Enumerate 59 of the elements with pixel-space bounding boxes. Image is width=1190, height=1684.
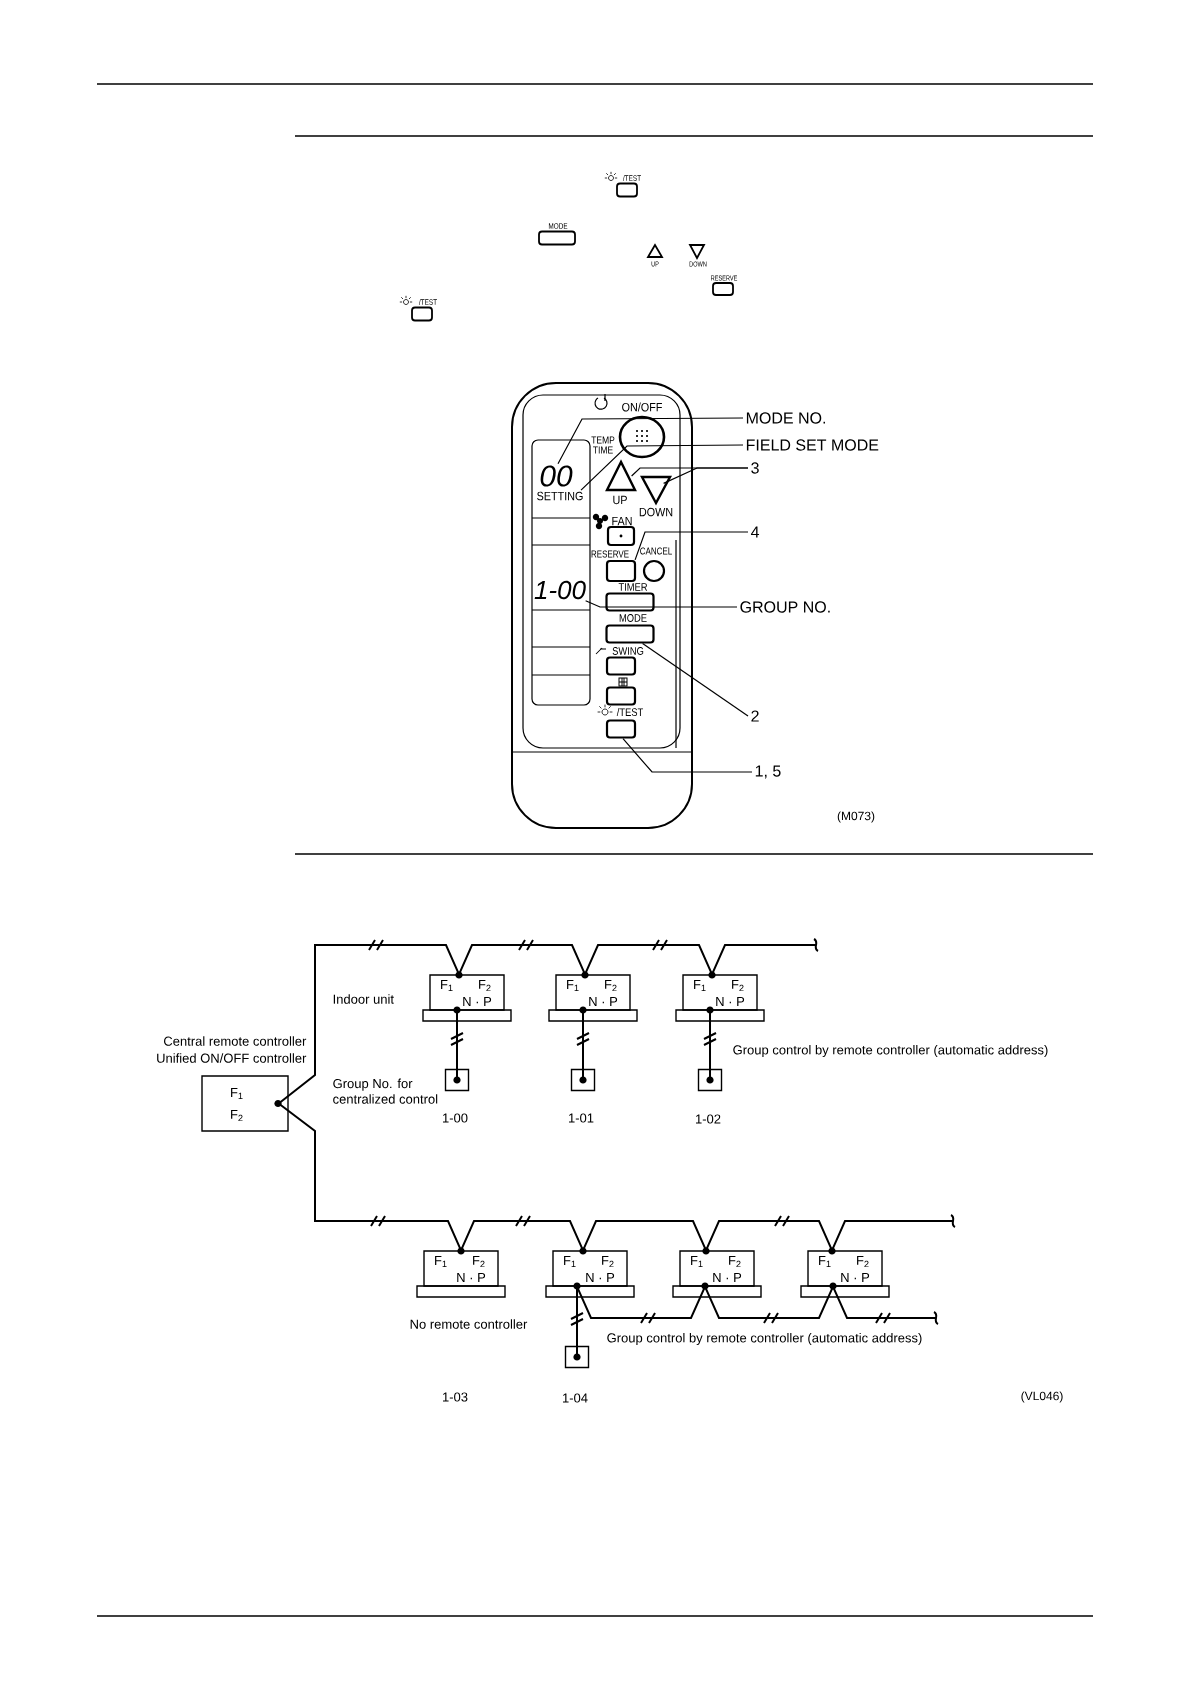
- figure-code: (M073): [837, 811, 875, 823]
- leader-line: [580, 444, 744, 491]
- button-label: /TEST: [418, 299, 437, 305]
- node-label: RESERVE: [591, 550, 629, 558]
- button-label: CANCEL: [640, 547, 672, 555]
- button-label: TEMP: [591, 436, 615, 444]
- node-label: UP: [613, 495, 627, 505]
- node-label: MODE: [619, 614, 647, 622]
- indoor-unit: F$_{1}$ F$_{2}$ N · P: [548, 971, 638, 1022]
- address-label: 1-03: [443, 1392, 468, 1402]
- leader-line: [663, 467, 749, 484]
- indoor-unit: F$_{1}$ F$_{2}$ N · P: [545, 1247, 635, 1298]
- button-label: ON/OFF: [622, 402, 662, 412]
- indoor-unit: F$_{1}$ F$_{2}$ N · P: [672, 1247, 762, 1298]
- caption-text: Central remote controller: [164, 1036, 307, 1046]
- remote-button: MODE: [605, 614, 655, 644]
- address-label: 1-02: [696, 1114, 721, 1124]
- display-digits: 1-00: [534, 580, 586, 600]
- callout-text: MODE NO.: [746, 412, 825, 424]
- button-label: /TEST: [622, 175, 641, 181]
- unit-label: Indoor unit: [333, 994, 394, 1004]
- remote-button: RESERVE: [591, 550, 637, 583]
- button-label: MODE: [548, 223, 568, 229]
- leader-line: [557, 417, 744, 465]
- callout-number: 4: [751, 526, 760, 538]
- callout-text: FIELD SET MODE: [746, 439, 879, 451]
- button-label: FAN: [612, 516, 632, 526]
- callout-number: 1, 5: [755, 765, 781, 779]
- leader-line: [642, 643, 749, 717]
- figure-code: (VL046): [1021, 1391, 1063, 1403]
- node-label: /TEST: [616, 707, 644, 717]
- leader-line: [634, 531, 749, 561]
- callout-text: GROUP NO.: [740, 601, 830, 613]
- node-label: DOWN: [639, 507, 673, 517]
- button-label: SWING: [612, 647, 644, 655]
- note-text: Group control by remote controller (automatic address): [733, 1044, 1048, 1058]
- display-label: SETTING: [537, 491, 583, 501]
- leader-line: [622, 738, 753, 773]
- callout-number: 3: [751, 462, 759, 474]
- button-label: TIMER: [618, 583, 648, 591]
- note-text: Group control by remote controller (automatic address): [607, 1332, 922, 1346]
- display-digits: 00: [540, 465, 573, 487]
- indoor-unit: F$_{1}$ F$_{2}$ N · P: [675, 971, 765, 1022]
- callout-number: 2: [751, 710, 759, 722]
- remote-button: /TEST: [605, 707, 644, 739]
- address-label: 1-00: [443, 1113, 468, 1123]
- address-label: 1-04: [563, 1393, 588, 1403]
- caption-text: Unified ON/OFF controller: [157, 1053, 307, 1063]
- button-label: TIME: [593, 446, 613, 454]
- indoor-unit: F$_{1}$ F$_{2}$ N · P: [416, 1247, 506, 1298]
- down-button: DOWN: [639, 475, 673, 517]
- indoor-unit: F$_{1}$ F$_{2}$ N · P: [800, 1247, 890, 1298]
- wire: [277, 939, 460, 1105]
- note-text: Group No. for centralized control: [333, 1078, 438, 1104]
- leader-line: [585, 600, 738, 608]
- address-label: 1-01: [569, 1113, 594, 1123]
- note-text: No remote controller: [410, 1319, 528, 1329]
- indoor-unit: F$_{1}$ F$_{2}$ N · P: [422, 971, 512, 1022]
- controller-box: F$_{1}$ F$_{2}$: [201, 1075, 289, 1132]
